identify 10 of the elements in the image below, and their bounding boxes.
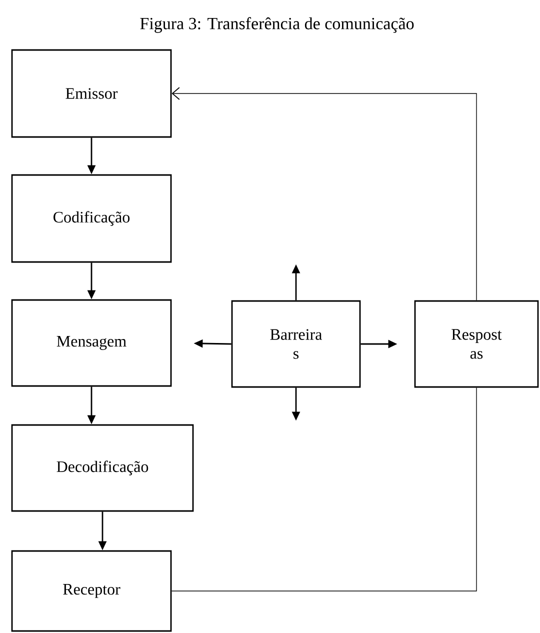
title: Figura 3: Transferência de comunicação <box>140 17 414 33</box>
arrow <box>172 87 477 301</box>
process-box: Mensagem <box>11 299 172 387</box>
process-box: Codificação <box>11 174 172 263</box>
process-box: Emissor <box>11 49 172 138</box>
process-box: Receptor <box>11 550 172 632</box>
connector-line <box>171 387 477 592</box>
process-box: Respost as <box>414 300 539 388</box>
process-box: Barreira s <box>231 300 361 388</box>
process-box: Decodificação <box>11 424 194 512</box>
